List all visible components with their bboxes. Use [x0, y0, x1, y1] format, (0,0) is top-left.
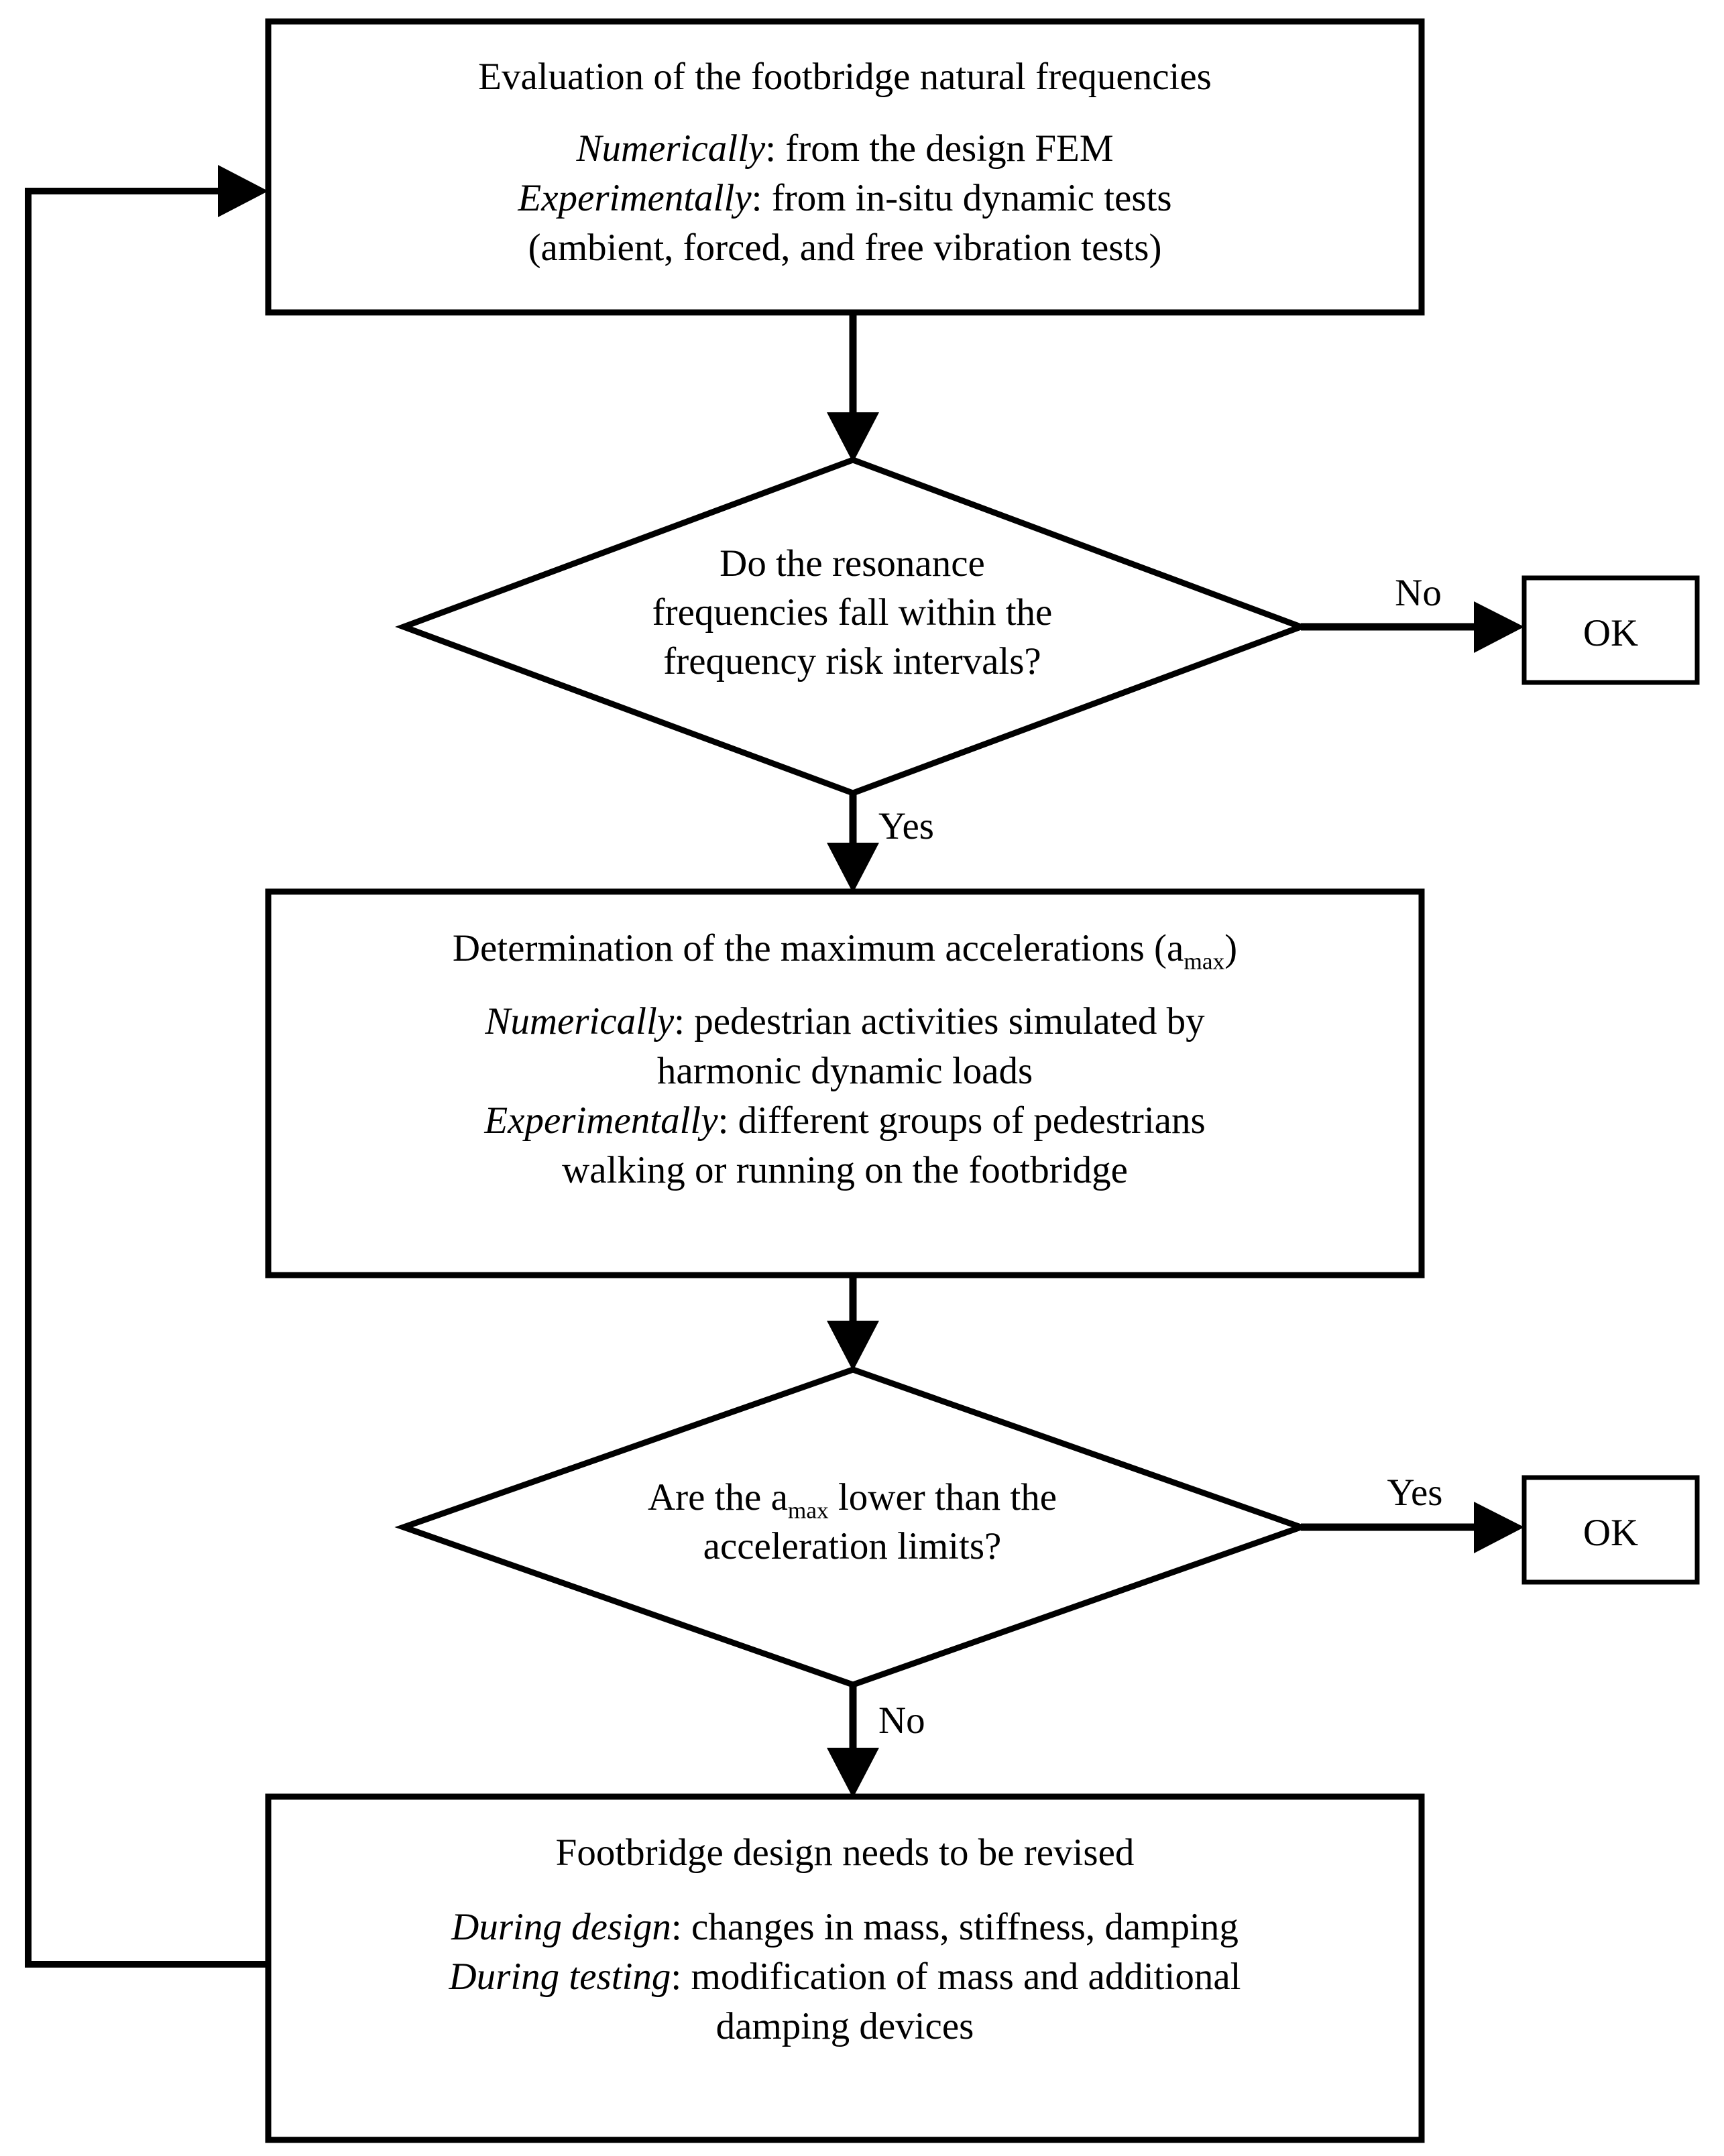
edge-label-frequency-yes: Yes	[878, 805, 934, 847]
arrowhead-right-loop	[218, 165, 268, 217]
revision-body-line-3: damping devices	[715, 2005, 974, 2048]
arrowhead-right-1	[1474, 601, 1524, 653]
acceleration-title-prefix: Determination of the maximum acceleratio…	[452, 927, 1184, 969]
acceleration-box-title: Determination of the maximum acceleratio…	[268, 924, 1422, 973]
revision-body-line-1: During design: changes in mass, stiffnes…	[451, 1906, 1239, 1948]
acceleration-decision-line-2: acceleration limits?	[703, 1524, 1002, 1567]
arrowhead-down-3	[827, 1321, 879, 1371]
acceleration-title-suffix: )	[1224, 927, 1238, 969]
edge-label-acceleration-yes: Yes	[1387, 1472, 1443, 1514]
acceleration-body-line-2: harmonic dynamic loads	[656, 1050, 1033, 1093]
arrowhead-right-2	[1474, 1502, 1524, 1553]
evaluation-box-shape[interactable]	[265, 18, 1425, 316]
ok-box-acceleration-label: OK	[1583, 1512, 1639, 1554]
evaluation-body-line-1: Numerically: from the design FEM	[576, 127, 1114, 170]
acceleration-decision-subscript: max	[787, 1497, 829, 1524]
ok-box-frequency-shape[interactable]	[1521, 575, 1700, 685]
acceleration-decision-line-1: Are the amax lower than the	[647, 1476, 1057, 1524]
ok-box-frequency-label: OK	[1583, 612, 1639, 654]
edge-revision-feedback-loop	[25, 188, 268, 1968]
revision-box-shape[interactable]	[265, 1793, 1425, 2143]
arrowhead-down-4	[827, 1748, 879, 1798]
acceleration-box-body: Numerically: pedestrian activities simul…	[268, 997, 1422, 1195]
acceleration-body-line-1: Numerically: pedestrian activities simul…	[485, 1000, 1205, 1042]
revision-box-body: During design: changes in mass, stiffnes…	[268, 1903, 1422, 2051]
revision-box-title: Footbridge design needs to be revised	[555, 1832, 1135, 1874]
acceleration-body-line-4: walking or running on the footbridge	[562, 1149, 1128, 1192]
revision-body-line-2: During testing: modification of mass and…	[449, 1956, 1241, 1998]
evaluation-box-body: Numerically: from the design FEM Experim…	[268, 124, 1422, 273]
edge-label-acceleration-no: No	[878, 1699, 925, 1742]
frequency-decision-text: Do the resonance frequencies fall within…	[404, 540, 1301, 686]
acceleration-title-subscript: max	[1184, 948, 1225, 975]
frequency-decision-line-3: frequency risk intervals?	[663, 640, 1041, 682]
frequency-decision-line-2: frequencies fall within the	[652, 591, 1053, 634]
evaluation-body-line-3: (ambient, forced, and free vibration tes…	[528, 227, 1162, 270]
acceleration-box-shape[interactable]	[265, 888, 1425, 1278]
ok-box-acceleration-shape[interactable]	[1521, 1475, 1700, 1585]
acceleration-decision-text: Are the amax lower than the acceleration…	[404, 1474, 1301, 1571]
evaluation-body-line-2: Experimentally: from in-situ dynamic tes…	[518, 177, 1172, 220]
evaluation-box-title: Evaluation of the footbridge natural fre…	[478, 56, 1212, 98]
arrowhead-down-1	[827, 412, 879, 463]
frequency-decision-line-1: Do the resonance	[720, 542, 985, 585]
arrowhead-down-2	[827, 843, 879, 893]
acceleration-body-line-3: Experimentally: different groups of pede…	[484, 1099, 1206, 1142]
edge-label-frequency-no: No	[1395, 572, 1442, 614]
